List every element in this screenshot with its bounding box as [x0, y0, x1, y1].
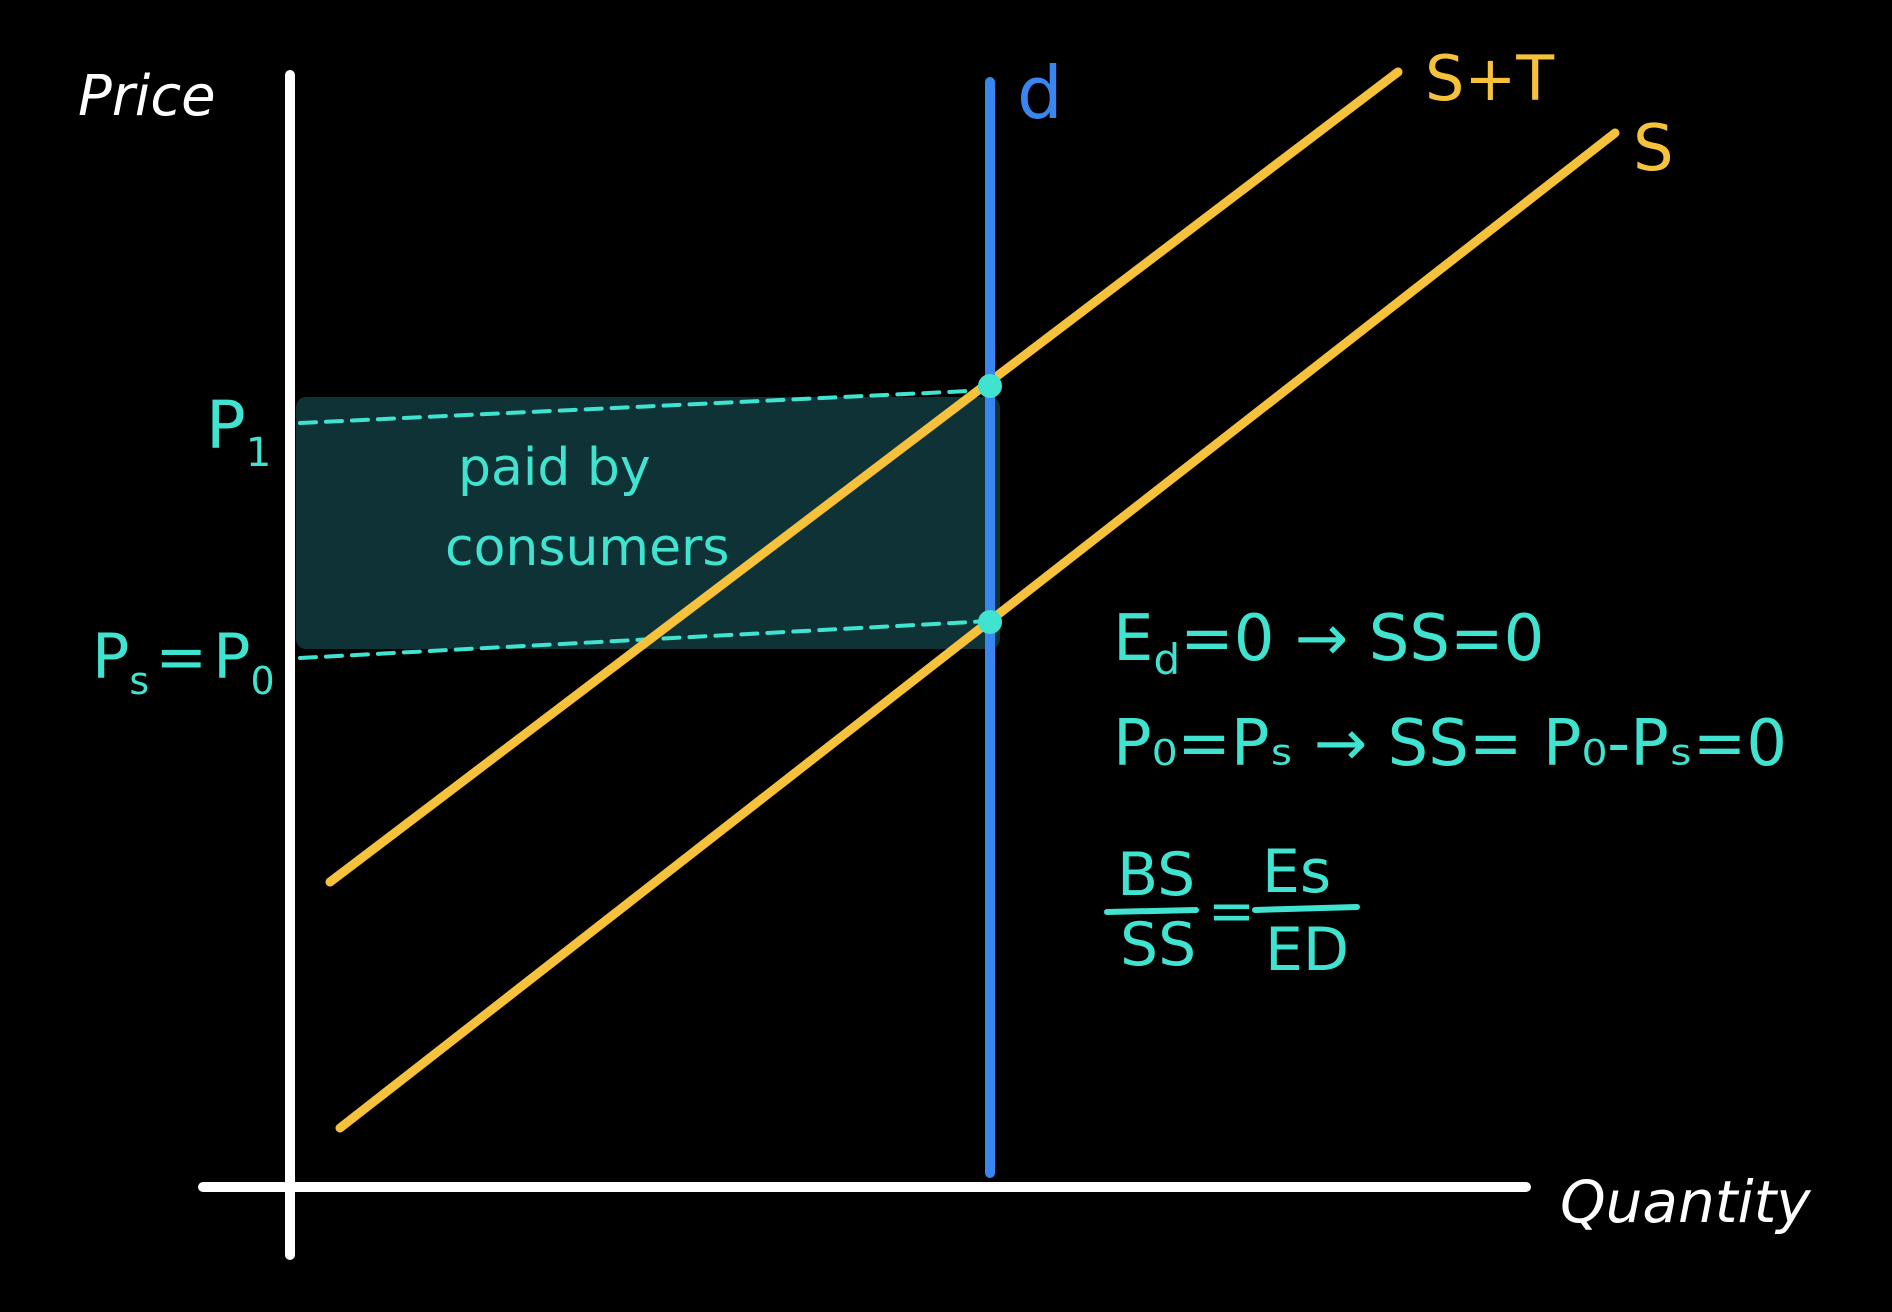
formula-equals: =	[1208, 879, 1255, 944]
burden-ratio-formula: BS SS = Es ED	[1104, 837, 1360, 985]
supply-tax-label: S+T	[1425, 42, 1555, 115]
formula-right-numerator: Es	[1262, 837, 1331, 907]
demand-label: d	[1017, 51, 1063, 135]
note-e-subscript: d	[1153, 635, 1180, 684]
x-axis-label: Quantity	[1560, 1168, 1811, 1236]
equilibrium-point-with-tax	[978, 374, 1002, 398]
y-axis-label: Price	[78, 64, 216, 129]
shaded-area-label-line2: consumers	[445, 518, 730, 578]
consumer-burden-area	[296, 397, 1000, 649]
equilibrium-point-without-tax	[978, 610, 1002, 634]
note-e-letter: E	[1113, 602, 1153, 676]
p1-letter: P	[206, 387, 246, 464]
p1-dashed-line	[298, 388, 992, 425]
ps-equals-p0-label: Ps=P0	[92, 620, 275, 703]
formula-right-denominator: ED	[1265, 915, 1349, 985]
note-elasticity-demand: Ed=0 → SS=0	[1113, 602, 1544, 684]
ps-subscript: s	[129, 659, 149, 703]
p1-subscript: 1	[246, 430, 271, 476]
p0-letter: P	[213, 620, 250, 693]
supply-curve	[335, 128, 1620, 1133]
p0-subscript: 0	[251, 659, 275, 703]
formula-left-denominator: SS	[1120, 910, 1196, 980]
ps-letter: P	[92, 620, 129, 693]
supply-plus-tax-curve	[325, 67, 1403, 887]
supply-label: S	[1633, 112, 1674, 186]
formula-left-numerator: BS	[1117, 840, 1195, 910]
note-price-equality: P₀=Pₛ → SS= P₀-Pₛ=0	[1113, 707, 1787, 781]
p1-label: P1	[206, 387, 271, 476]
formula-right-bar	[1252, 904, 1360, 913]
formula-left-bar	[1104, 907, 1199, 915]
shaded-area-label-line1: paid by	[458, 438, 651, 498]
ps-p0-equals: =	[155, 620, 207, 693]
note-line1-rest: =0 → SS=0	[1180, 602, 1544, 676]
